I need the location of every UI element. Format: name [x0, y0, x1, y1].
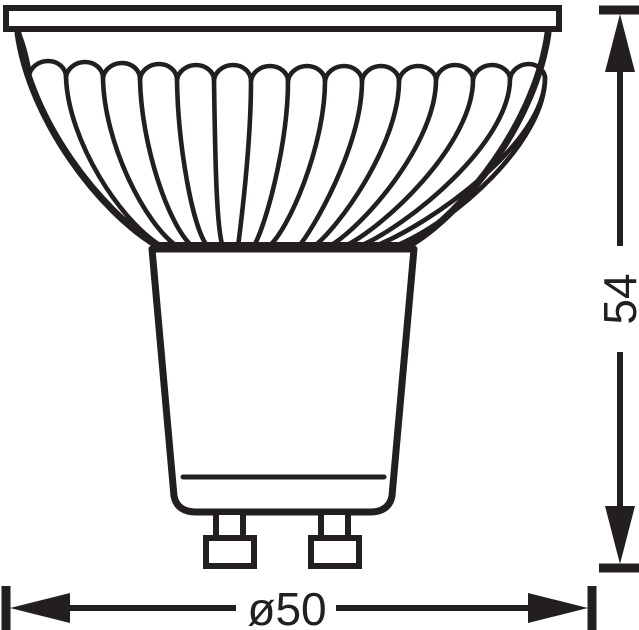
height-dimension: 54: [594, 5, 639, 573]
gu10-pin-right: [308, 509, 362, 569]
height-dimension-label: 54: [594, 273, 639, 324]
diameter-dimension-label: ø50: [247, 583, 326, 630]
diameter-dim-arrowhead-right: [528, 593, 588, 623]
lamp-assembly: [3, 5, 562, 569]
gu10-pin-left: [203, 509, 257, 569]
diameter-dimension: ø50: [1, 583, 597, 630]
gu10-pin-left-head: [203, 535, 257, 569]
front-glass-rim: [3, 5, 562, 32]
height-dim-arrowhead-top: [605, 14, 635, 72]
gu10-pin-right-head: [308, 535, 362, 569]
gu10-pin-left-neck: [213, 509, 246, 541]
gu10-pin-right-neck: [318, 509, 351, 541]
diameter-dim-arrowhead-left: [10, 593, 70, 623]
height-dim-arrowhead-bottom: [605, 506, 635, 564]
lamp-body-housing: [148, 245, 418, 516]
reflector-facets: [16, 31, 548, 250]
reflector-wall-left: [14, 29, 162, 250]
